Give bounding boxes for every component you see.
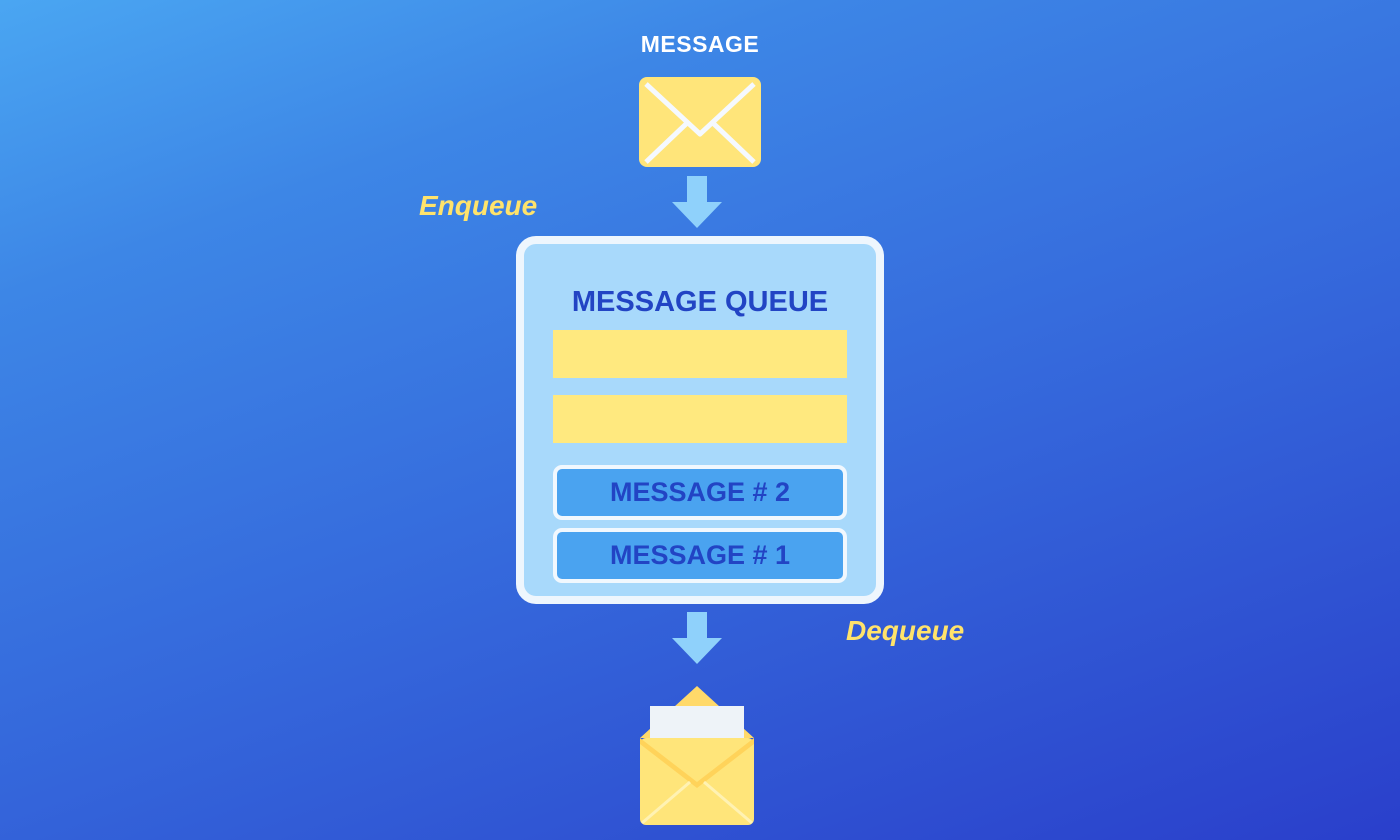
dequeue-label: Dequeue bbox=[846, 615, 965, 646]
message-title: MESSAGE bbox=[640, 31, 760, 57]
empty-queue-slot bbox=[553, 330, 847, 378]
dequeue-arrow-icon bbox=[672, 612, 722, 664]
enqueue-label: Enqueue bbox=[419, 190, 538, 221]
empty-queue-slot bbox=[553, 395, 847, 443]
queue-title: MESSAGE QUEUE bbox=[571, 286, 829, 318]
queue-message-2: MESSAGE # 2 bbox=[553, 465, 847, 520]
message-queue: MESSAGE QUEUE MESSAGE # 2 MESSAGE # 1 bbox=[516, 236, 884, 604]
envelope-open-icon bbox=[640, 686, 754, 825]
enqueue-arrow-icon bbox=[672, 176, 722, 228]
queue-message-1: MESSAGE # 1 bbox=[553, 528, 847, 583]
envelope-closed-icon bbox=[639, 77, 761, 167]
